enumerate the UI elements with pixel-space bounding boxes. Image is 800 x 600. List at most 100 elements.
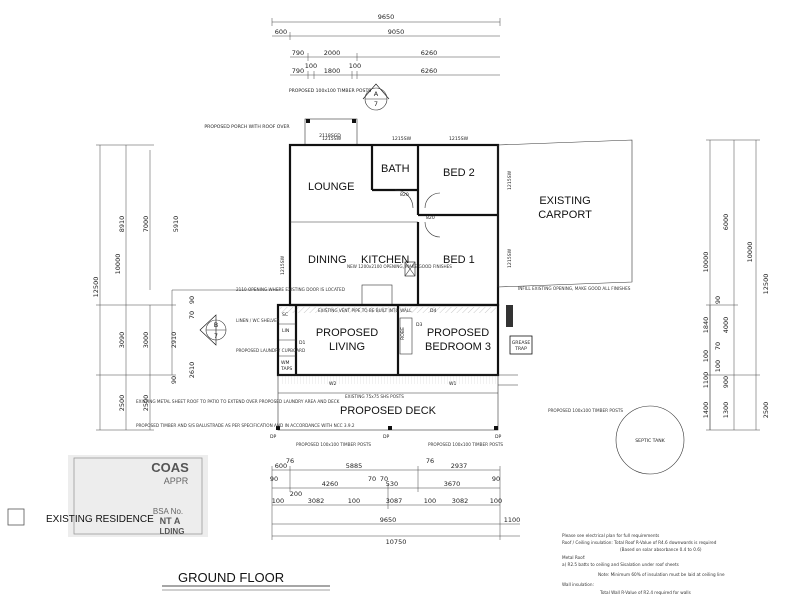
dim-bottom-4260: 4260 xyxy=(322,480,339,488)
room-proposed-bed3-line1: PROPOSED xyxy=(427,327,489,339)
label-taps: TAPS xyxy=(280,366,292,372)
proposed-deck: PROPOSED DECK W2 W1 xyxy=(276,374,518,431)
dim-top-100-b: 100 xyxy=(349,62,361,70)
dim-left-7000: 7000 xyxy=(142,216,150,233)
dim-bottom-100-c: 100 xyxy=(424,497,436,505)
label-lin: LIN xyxy=(282,328,289,334)
room-lounge: LOUNGE xyxy=(308,181,354,193)
window-tag-e: 1215SW xyxy=(507,248,513,268)
dim-left-90-a: 90 xyxy=(188,296,196,304)
dim-top-6260-a: 6260 xyxy=(421,49,438,57)
dim-right-1840: 1840 xyxy=(702,317,710,334)
dim-right-90: 90 xyxy=(714,296,722,304)
dim-bottom-200: 200 xyxy=(290,490,302,498)
dim-bottom-5885: 5885 xyxy=(346,462,363,470)
dim-top-790-b: 790 xyxy=(292,67,304,75)
dim-top-100-a: 100 xyxy=(305,62,317,70)
window-w2: W2 xyxy=(329,381,337,387)
dim-bottom-100-d: 100 xyxy=(490,497,502,505)
annotation-existing-opening: 2110 OPENING WHERE EXISTING DOOR IS LOCA… xyxy=(236,287,345,292)
dim-right-70: 70 xyxy=(714,342,722,350)
left-dimensions xyxy=(96,144,280,431)
room-dining: DINING xyxy=(308,254,347,266)
dim-bottom-1100: 1100 xyxy=(504,516,521,524)
dim-bottom-90-b: 90 xyxy=(492,475,500,483)
dim-right-100-a: 100 xyxy=(702,350,710,362)
door-820-a: 820 xyxy=(400,192,409,198)
dim-bottom-3082-a: 3082 xyxy=(308,497,325,505)
dim-bottom-100-a: 100 xyxy=(272,497,284,505)
annotation-porch-roof: PROPOSED PORCH WITH ROOF OVER xyxy=(204,124,290,130)
dim-left-8910: 8910 xyxy=(118,216,126,233)
dim-left-90-b: 90 xyxy=(170,376,178,384)
title-ground-floor: GROUND FLOOR xyxy=(178,570,284,585)
dp-left: DP xyxy=(270,434,277,440)
dim-top-overall: 9650 xyxy=(378,13,395,21)
annotation-posts-bottom-left: PROPOSED 100x100 TIMBER POSTS xyxy=(296,442,371,447)
right-dimensions xyxy=(706,139,760,431)
dim-bottom-3082-b: 3082 xyxy=(452,497,469,505)
stamp-line2: APPR xyxy=(164,476,189,486)
annotation-posts-right: PROPOSED 100x100 TIMBER POSTS xyxy=(548,408,623,413)
dim-right-1300: 1300 xyxy=(722,402,730,419)
annotation-existing-posts: EXISTING 75x75 SHS POSTS xyxy=(345,394,404,399)
room-proposed-living-line1: PROPOSED xyxy=(316,327,378,339)
dim-right-900: 900 xyxy=(722,376,730,388)
dim-bottom-76-b: 76 xyxy=(426,457,434,465)
dim-bottom-70-b: 70 xyxy=(380,475,388,483)
note-1: Please see electrical plan for full requ… xyxy=(562,533,659,538)
section-marker-a: A 7 xyxy=(362,83,390,111)
room-kitchen: KITCHEN xyxy=(361,254,409,266)
dp-right: DP xyxy=(495,434,502,440)
door-porch-tag: 2118SGD xyxy=(319,133,341,139)
room-carport-line2: CARPORT xyxy=(538,209,592,221)
septic-label: SEPTIC TANK xyxy=(635,438,665,444)
dim-top-600: 600 xyxy=(275,28,287,36)
dim-left-2500: 2500 xyxy=(118,395,126,412)
dim-left-2910: 2910 xyxy=(170,332,178,349)
dp-mid: DP xyxy=(383,434,390,440)
room-proposed-living-line2: LIVING xyxy=(329,341,365,353)
dim-right-10000-a: 10000 xyxy=(702,252,710,273)
dim-right-2500: 2500 xyxy=(762,402,770,419)
dim-right-6000: 6000 xyxy=(722,214,730,231)
stamp-line3: BSA No. xyxy=(153,507,183,516)
room-bed2: BED 2 xyxy=(443,167,475,179)
legend-existing-residence: EXISTING RESIDENCE xyxy=(46,514,154,525)
section-b-letter: B xyxy=(214,321,218,329)
dim-left-2610: 2610 xyxy=(188,362,196,379)
label-robe: ROBE xyxy=(400,327,406,340)
proposed-extension xyxy=(276,303,500,377)
dim-right-1100: 1100 xyxy=(702,372,710,389)
room-carport-line1: EXISTING xyxy=(539,195,590,207)
note-7: Wall insulation: xyxy=(562,582,594,587)
notes-block: Please see electrical plan for full requ… xyxy=(562,533,725,595)
note-6: Note: Minimum 60% of insulation must be … xyxy=(598,572,725,577)
dim-left-5910: 5910 xyxy=(172,216,180,233)
dim-top-6260-b: 6260 xyxy=(421,67,438,75)
dim-bottom-2937: 2937 xyxy=(451,462,468,470)
dim-left-70: 70 xyxy=(188,311,196,319)
note-4: Metal Roof: xyxy=(562,555,585,560)
dim-right-12500: 12500 xyxy=(762,274,770,295)
annotation-porch-posts: PROPOSED 100x100 TIMBER POSTS xyxy=(289,88,371,94)
stamp-line5: LDING xyxy=(160,527,185,536)
dim-bottom-10750: 10750 xyxy=(386,538,407,546)
window-tag-b: 1215SW xyxy=(392,136,412,142)
note-2: Roof / Ceiling insulation: Total Roof R-… xyxy=(562,540,717,545)
dim-top-790-a: 790 xyxy=(292,49,304,57)
section-marker-b: B 7 xyxy=(199,314,227,346)
septic-tank: SEPTIC TANK xyxy=(615,405,685,475)
annotation-balustrade: PROPOSED TIMBER AND S/S BALUSTRADE AS PE… xyxy=(136,423,355,428)
section-b-number: 7 xyxy=(214,332,218,340)
room-proposed-bed3-line2: BEDROOM 3 xyxy=(425,341,491,353)
room-bed1: BED 1 xyxy=(443,254,475,266)
annotation-laundry: PROPOSED LAUNDRY CUPBOARD xyxy=(236,348,305,353)
dim-top-2000: 2000 xyxy=(324,49,341,57)
dim-bottom-70-a: 70 xyxy=(368,475,376,483)
note-3: (Based on solar absorbance 0.4 to 0.6) xyxy=(620,547,702,552)
dim-bottom-600: 600 xyxy=(275,462,287,470)
legend-swatch xyxy=(7,508,25,526)
grease-trap-line1: GREASE xyxy=(512,340,531,346)
